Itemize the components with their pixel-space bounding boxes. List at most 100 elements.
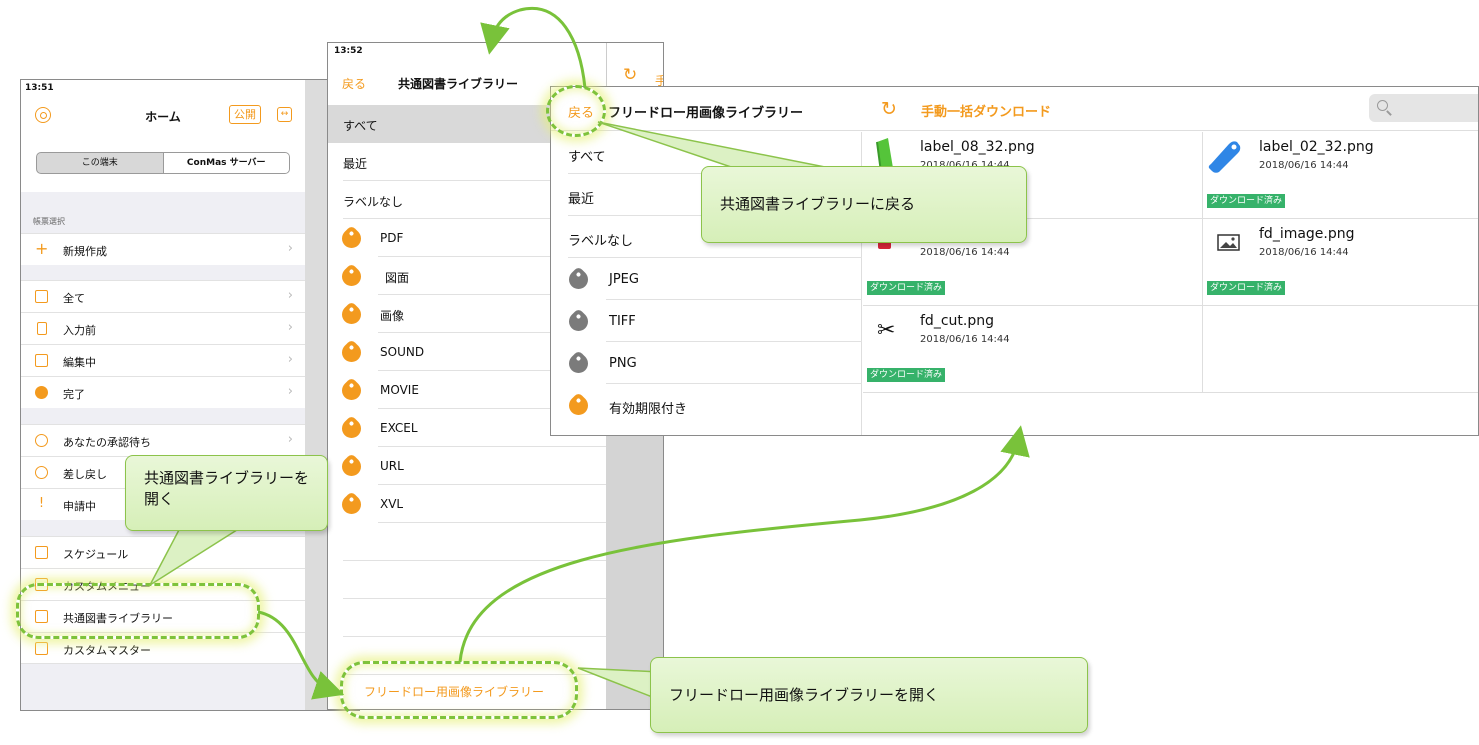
chevron-right-icon: ›	[287, 352, 293, 367]
menu-awaiting-approval[interactable]: あなたの承認待ち ›	[21, 424, 305, 456]
list-item-no-label[interactable]: ラベルなし	[551, 216, 862, 258]
inbox-icon	[35, 290, 48, 303]
image-library-screen: 戻る フリードロー用画像ライブラリー ↻ 手動一括ダウンロード すべて 最近 ラ…	[550, 86, 1479, 436]
tag-icon	[565, 392, 592, 419]
tag-item[interactable]: MOVIE	[328, 371, 606, 409]
tag-label: PDF	[380, 231, 404, 245]
tag-label: SOUND	[380, 345, 425, 359]
downloaded-badge: ダウンロード済み	[867, 281, 946, 295]
table-icon	[35, 642, 48, 655]
tag-icon	[565, 350, 592, 377]
settings-gear-icon[interactable]	[35, 107, 51, 123]
file-tile[interactable]: fd_image.png 2018/06/16 14:44 ダウンロード済み	[1203, 219, 1478, 306]
menu-all[interactable]: 全て ›	[21, 280, 305, 312]
list-item-recent[interactable]: 最近	[328, 143, 606, 181]
tag-label: 画像	[380, 309, 405, 323]
file-date: 2018/06/16 14:44	[920, 247, 1010, 258]
edit-icon	[35, 354, 48, 367]
tag-item[interactable]: 画像	[328, 295, 606, 333]
expand-icon[interactable]: ↔	[277, 107, 292, 122]
page-title: ホーム	[145, 110, 181, 124]
tag-item[interactable]: 図面	[328, 257, 606, 295]
tag-icon	[565, 266, 592, 293]
menu-label: 共通図書ライブラリー	[63, 612, 173, 625]
menu-schedule[interactable]: スケジュール	[21, 536, 305, 568]
section-label: 帳票選択	[33, 217, 65, 226]
tag-icon	[338, 301, 365, 328]
refresh-icon[interactable]: ↻	[623, 65, 638, 85]
tag-label: XVL	[380, 497, 404, 511]
tag-item[interactable]: XVL	[328, 485, 606, 523]
menu-label: 差し戻し	[63, 468, 107, 481]
list-item-all[interactable]: すべて	[328, 105, 606, 143]
callout-open-shared: 共通図書ライブラリーを開く	[125, 455, 328, 531]
menu-complete[interactable]: 完了 ›	[21, 376, 305, 408]
back-button[interactable]: 戻る	[342, 77, 367, 91]
downloaded-badge: ダウンロード済み	[1207, 281, 1286, 295]
segment-server[interactable]: ConMas サーバー	[162, 153, 289, 173]
menu-label: 編集中	[63, 356, 96, 369]
empty-row	[328, 637, 606, 675]
calendar-icon	[35, 546, 48, 559]
callout-back-to-shared: 共通図書ライブラリーに戻る	[701, 166, 1027, 243]
downloaded-badge: ダウンロード済み	[1207, 194, 1286, 208]
menu-label: 全て	[63, 292, 85, 305]
free-draw-library-link[interactable]: フリードロー用画像ライブラリー	[364, 685, 545, 699]
tag-icon	[338, 263, 365, 290]
menu-editing[interactable]: 編集中 ›	[21, 344, 305, 376]
menu-label: 申請中	[63, 500, 96, 513]
refresh-icon[interactable]: ↻	[881, 98, 897, 120]
plus-icon: +	[35, 239, 49, 258]
check-badge-icon	[35, 386, 48, 399]
segment-this-device[interactable]: この端末	[81, 158, 118, 168]
file-name: fd_image.png	[1259, 226, 1355, 242]
empty-row	[328, 599, 606, 637]
tag-item[interactable]: PDF	[328, 219, 606, 257]
file-name: label_02_32.png	[1259, 139, 1374, 155]
tag-item[interactable]: URL	[328, 447, 606, 485]
file-tile[interactable]: label_02_32.png 2018/06/16 14:44 ダウンロード済…	[1203, 132, 1478, 219]
picture-icon	[1217, 234, 1240, 251]
tag-item[interactable]: 有効期限付き	[551, 384, 862, 426]
chevron-right-icon: ›	[287, 432, 293, 447]
list-label: 最近	[568, 192, 595, 207]
sent-back-icon	[35, 466, 48, 479]
status-time: 13:52	[334, 46, 363, 56]
tag-label: PNG	[609, 356, 637, 371]
image-icon	[35, 610, 48, 623]
file-date: 2018/06/16 14:44	[920, 334, 1010, 345]
list-item-no-label[interactable]: ラベルなし	[328, 181, 606, 219]
blue-label-icon	[1208, 141, 1241, 173]
manual-download-button[interactable]: 手動一括ダウンロード	[921, 105, 1052, 120]
tag-item[interactable]: SOUND	[328, 333, 606, 371]
chevron-right-icon: ›	[287, 384, 293, 399]
tag-item[interactable]: JPEG	[551, 258, 862, 300]
file-name: label_08_32.png	[920, 139, 1035, 155]
menu-label: 完了	[63, 388, 85, 401]
empty-row	[328, 561, 606, 599]
scissors-icon: ✂	[877, 318, 896, 343]
tag-icon	[338, 339, 365, 366]
menu-new[interactable]: + 新規作成 ›	[21, 233, 305, 265]
list-label: ラベルなし	[343, 195, 404, 209]
tag-label: TIFF	[609, 314, 636, 329]
menu-label: カスタムマスター	[63, 644, 151, 657]
menu-before-input[interactable]: 入力前 ›	[21, 312, 305, 344]
search-input[interactable]	[1369, 94, 1478, 122]
tag-icon	[338, 453, 365, 480]
file-tile[interactable]: ✂ fd_cut.png 2018/06/16 14:44 ダウンロード済み	[863, 306, 1203, 393]
tag-icon	[338, 225, 365, 252]
manual-download-partial[interactable]: 手	[655, 72, 663, 89]
highlight-free-draw-link	[340, 661, 578, 719]
tag-label: JPEG	[609, 272, 639, 287]
source-segment: この端末 ConMas サーバー	[36, 152, 290, 174]
tag-icon	[338, 415, 365, 442]
page-title: 共通図書ライブラリー	[398, 77, 519, 91]
tag-item[interactable]: TIFF	[551, 300, 862, 342]
list-label: すべて	[568, 150, 606, 165]
publish-button[interactable]: 公開	[229, 105, 261, 124]
chevron-right-icon: ›	[287, 241, 293, 256]
tag-item[interactable]: PNG	[551, 342, 862, 384]
menu-label: 新規作成	[63, 245, 107, 258]
highlight-back-button	[546, 85, 606, 137]
